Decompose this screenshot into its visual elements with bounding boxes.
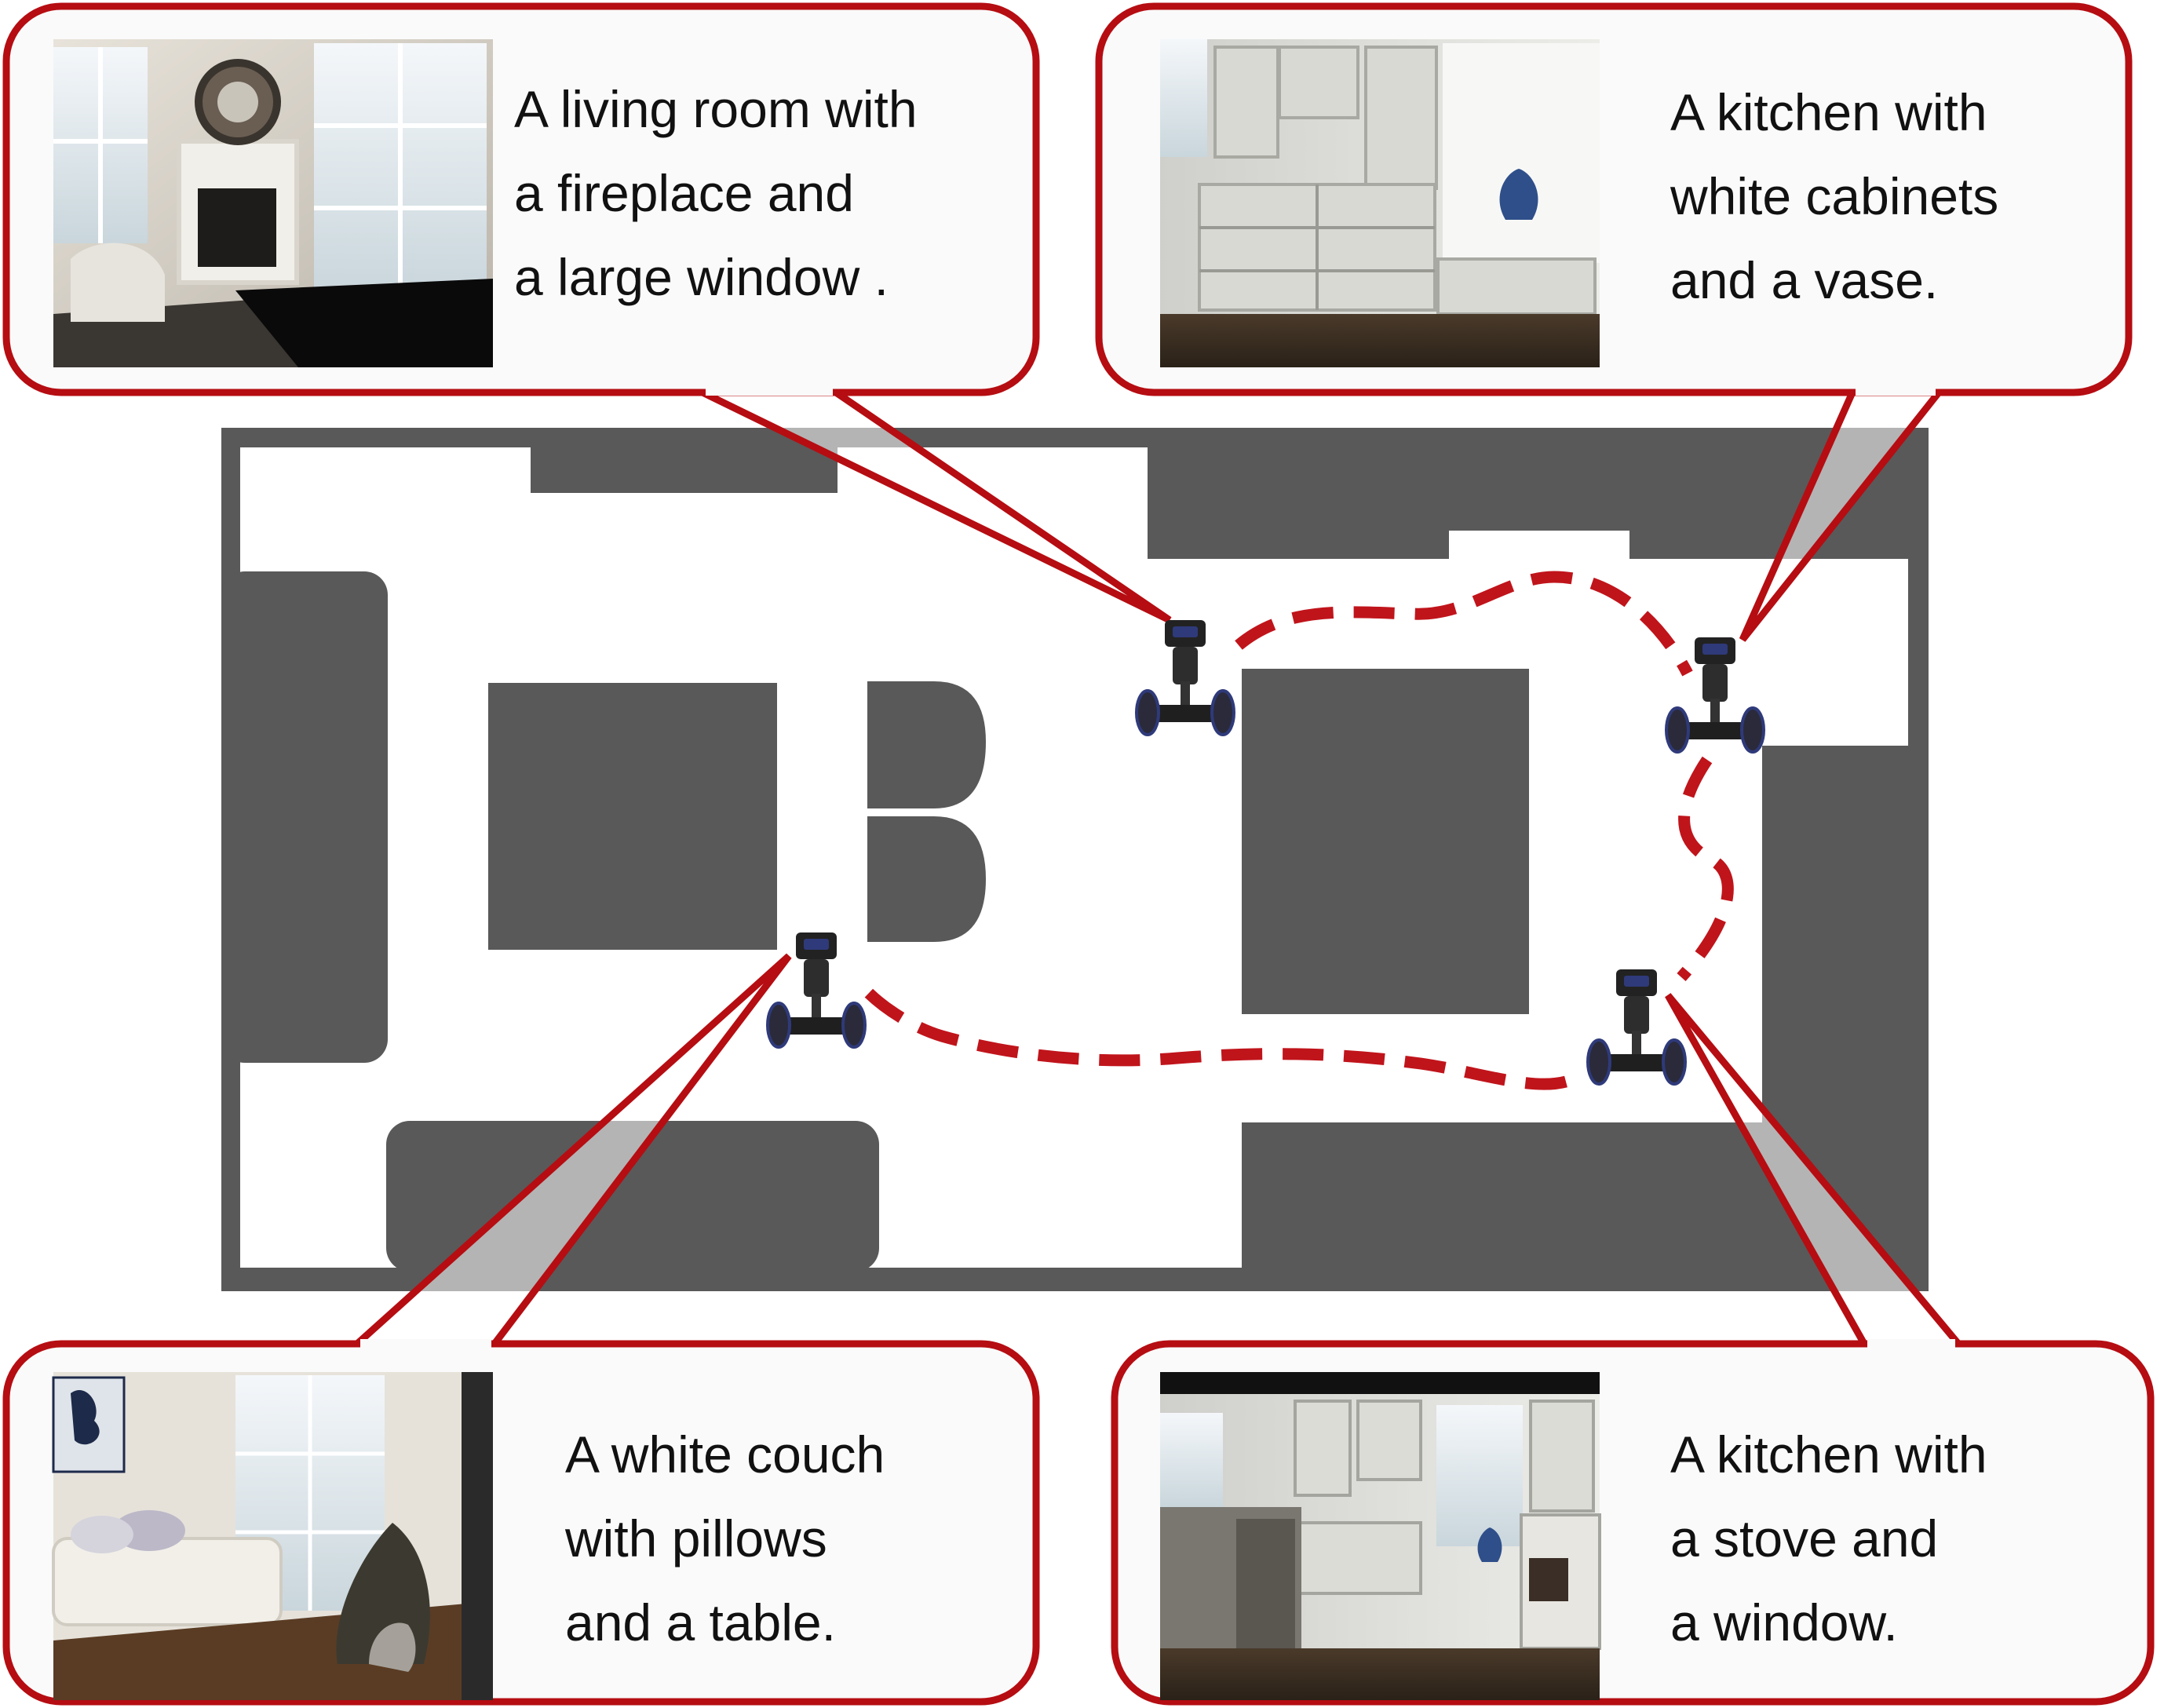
island-obstacle xyxy=(1242,669,1529,1014)
wall-segment xyxy=(1449,531,1629,559)
caption-living-room: A living room with a fireplace and a lar… xyxy=(514,80,918,306)
panorama-photo-icon xyxy=(1160,1372,1601,1700)
trajectory-path xyxy=(1677,756,1734,982)
caption-kitchen-cabinets: A kitchen with white cabinets and a vase… xyxy=(1670,83,1999,309)
segway-robot-icon xyxy=(1665,637,1765,754)
segway-robot-icon xyxy=(1586,969,1687,1086)
callout-tails xyxy=(348,389,1966,1348)
robots xyxy=(766,620,1765,1086)
trajectory xyxy=(859,571,1734,1090)
sofa-obstacle xyxy=(221,571,388,1063)
segway-robot-icon xyxy=(1135,620,1235,736)
trajectory-path xyxy=(859,983,1567,1090)
panorama-photo-icon xyxy=(53,39,493,367)
chair-obstacle xyxy=(867,816,986,942)
panorama-photo-icon xyxy=(1160,39,1600,367)
table-obstacle xyxy=(488,683,777,950)
wall-segment xyxy=(531,447,838,493)
panorama-photo-icon xyxy=(52,1372,493,1700)
caption-kitchen-stove: A kitchen with a stove and a window. xyxy=(1670,1425,1987,1651)
caption-white-couch: A white couch with pillows and a table. xyxy=(565,1425,885,1651)
trajectory-path xyxy=(1235,571,1693,677)
segway-robot-icon xyxy=(766,932,867,1049)
chair-obstacle xyxy=(867,681,986,808)
